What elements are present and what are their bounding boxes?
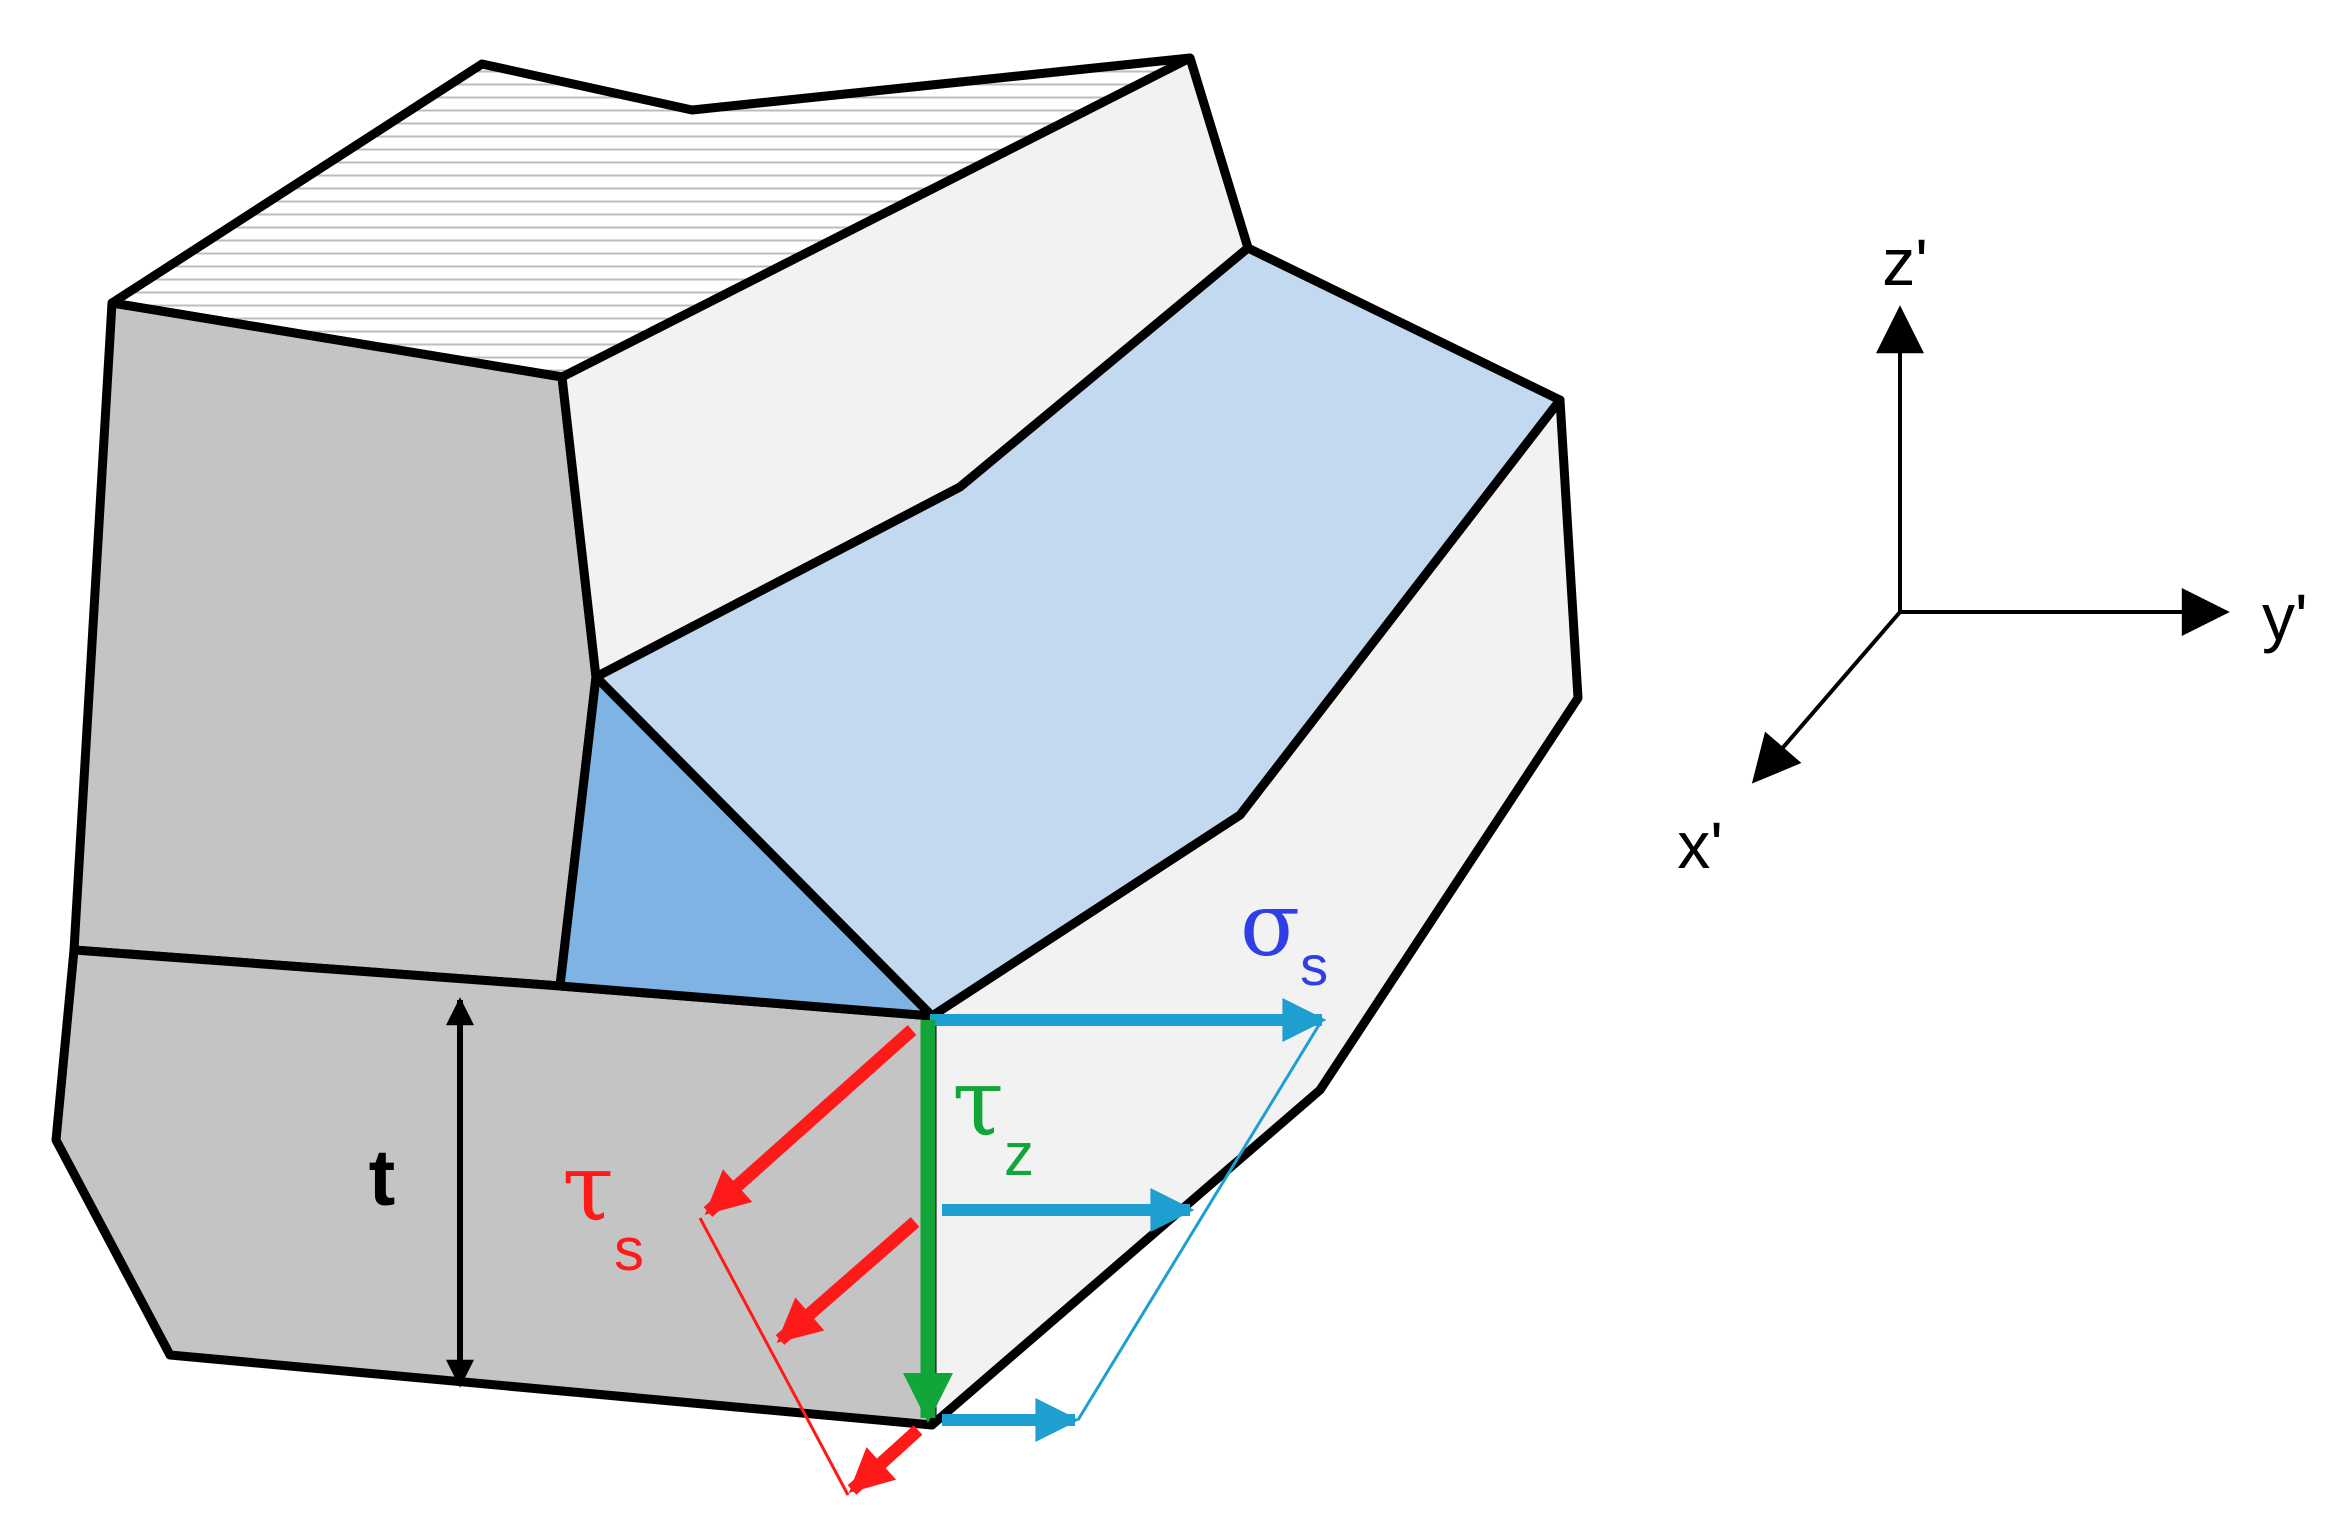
tau-s-arrow-top — [703, 1025, 917, 1217]
sigma-s-label: σs — [1240, 873, 1328, 997]
bottom-slab-face — [51, 945, 937, 1430]
sigma-s-distribution — [930, 998, 1327, 1442]
solid-body — [51, 53, 1583, 1430]
left-upper-face — [69, 298, 601, 991]
tau-s-distribution — [698, 1025, 923, 1496]
coordinate-axes — [1751, 305, 2230, 784]
x-axis — [1751, 610, 1902, 784]
tau-s-label: τs — [562, 1134, 644, 1283]
tau-z-label: τz — [952, 1049, 1034, 1188]
tau-s-arrow-bottom — [847, 1425, 923, 1495]
sigma-subscript: s — [1300, 934, 1328, 997]
dark-blue-triangle-face — [555, 672, 937, 1021]
tau-s-subscript: s — [614, 1216, 644, 1283]
sigma-s-envelope-line — [1076, 1019, 1324, 1421]
z-axis-label: z' — [1882, 225, 1928, 299]
tau-z-subscript: z — [1004, 1121, 1034, 1188]
tau-s-arrow-middle — [775, 1217, 920, 1345]
thickness-dimension: t — [369, 997, 474, 1388]
tau-z-symbol: τ — [952, 1049, 1004, 1158]
tau-s-symbol: τ — [562, 1134, 614, 1243]
x-axis-label: x' — [1677, 808, 1723, 882]
thickness-label: t — [369, 1133, 396, 1222]
y-axis-label: y' — [2262, 580, 2308, 654]
sigma-symbol: σ — [1240, 873, 1300, 976]
tau-s-envelope-line — [698, 1217, 850, 1496]
